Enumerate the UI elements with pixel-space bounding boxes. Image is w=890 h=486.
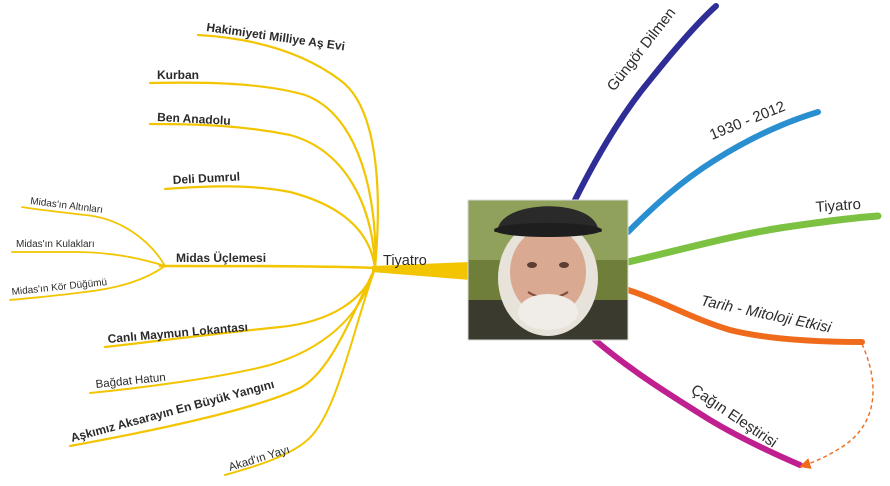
- central-connector: [372, 262, 470, 280]
- branch-canli-maymun[interactable]: [103, 266, 377, 349]
- branch-deli-dumrul[interactable]: [163, 185, 377, 270]
- branch-midas[interactable]: [158, 264, 377, 270]
- branch-hakimiyeti[interactable]: [196, 33, 379, 270]
- central-label[interactable]: Tiyatro: [383, 253, 427, 269]
- branch-askimiz[interactable]: [68, 266, 377, 448]
- branch-gungor-dilmen[interactable]: [572, 3, 719, 203]
- branch-tiyatro-right[interactable]: [624, 212, 882, 266]
- label-tarih-mitoloji[interactable]: Tarih - Mitoloji Etkisi: [699, 292, 833, 336]
- branch-cagin-elestirisi[interactable]: [592, 337, 803, 468]
- branch-1930-2012[interactable]: [625, 109, 821, 235]
- relationship-arrow[interactable]: [799, 343, 874, 469]
- portrait-photo[interactable]: [467, 199, 629, 341]
- label-akad[interactable]: Akad'ın Yayı: [227, 444, 291, 474]
- label-gungor-dilmen[interactable]: Güngör Dilmen: [604, 4, 680, 94]
- branch-kurban[interactable]: [148, 81, 377, 270]
- branch-tarih-mitoloji[interactable]: [625, 287, 865, 345]
- branch-midas-kor[interactable]: [9, 265, 166, 301]
- label-tiyatro-right[interactable]: Tiyatro: [815, 196, 861, 216]
- label-kurban[interactable]: Kurban: [157, 68, 199, 82]
- label-midas[interactable]: Midas Üçlemesi: [176, 250, 266, 265]
- label-midas-kulaklari[interactable]: Midas'ın Kulakları: [16, 239, 95, 250]
- label-1930-2012[interactable]: 1930 - 2012: [707, 98, 788, 144]
- label-ben-anadolu[interactable]: Ben Anadolu: [157, 110, 231, 128]
- left-branch-group: [9, 33, 379, 476]
- label-canli-maymun[interactable]: Canlı Maymun Lokantası: [107, 320, 248, 346]
- branch-midas-altinlari[interactable]: [21, 206, 166, 267]
- right-branch-group: [572, 3, 882, 468]
- branch-ben-anadolu[interactable]: [148, 122, 377, 270]
- branch-midas-kulaklari[interactable]: [11, 251, 166, 267]
- label-deli-dumrul[interactable]: Deli Dumrul: [172, 169, 240, 187]
- branch-akad[interactable]: [224, 267, 376, 476]
